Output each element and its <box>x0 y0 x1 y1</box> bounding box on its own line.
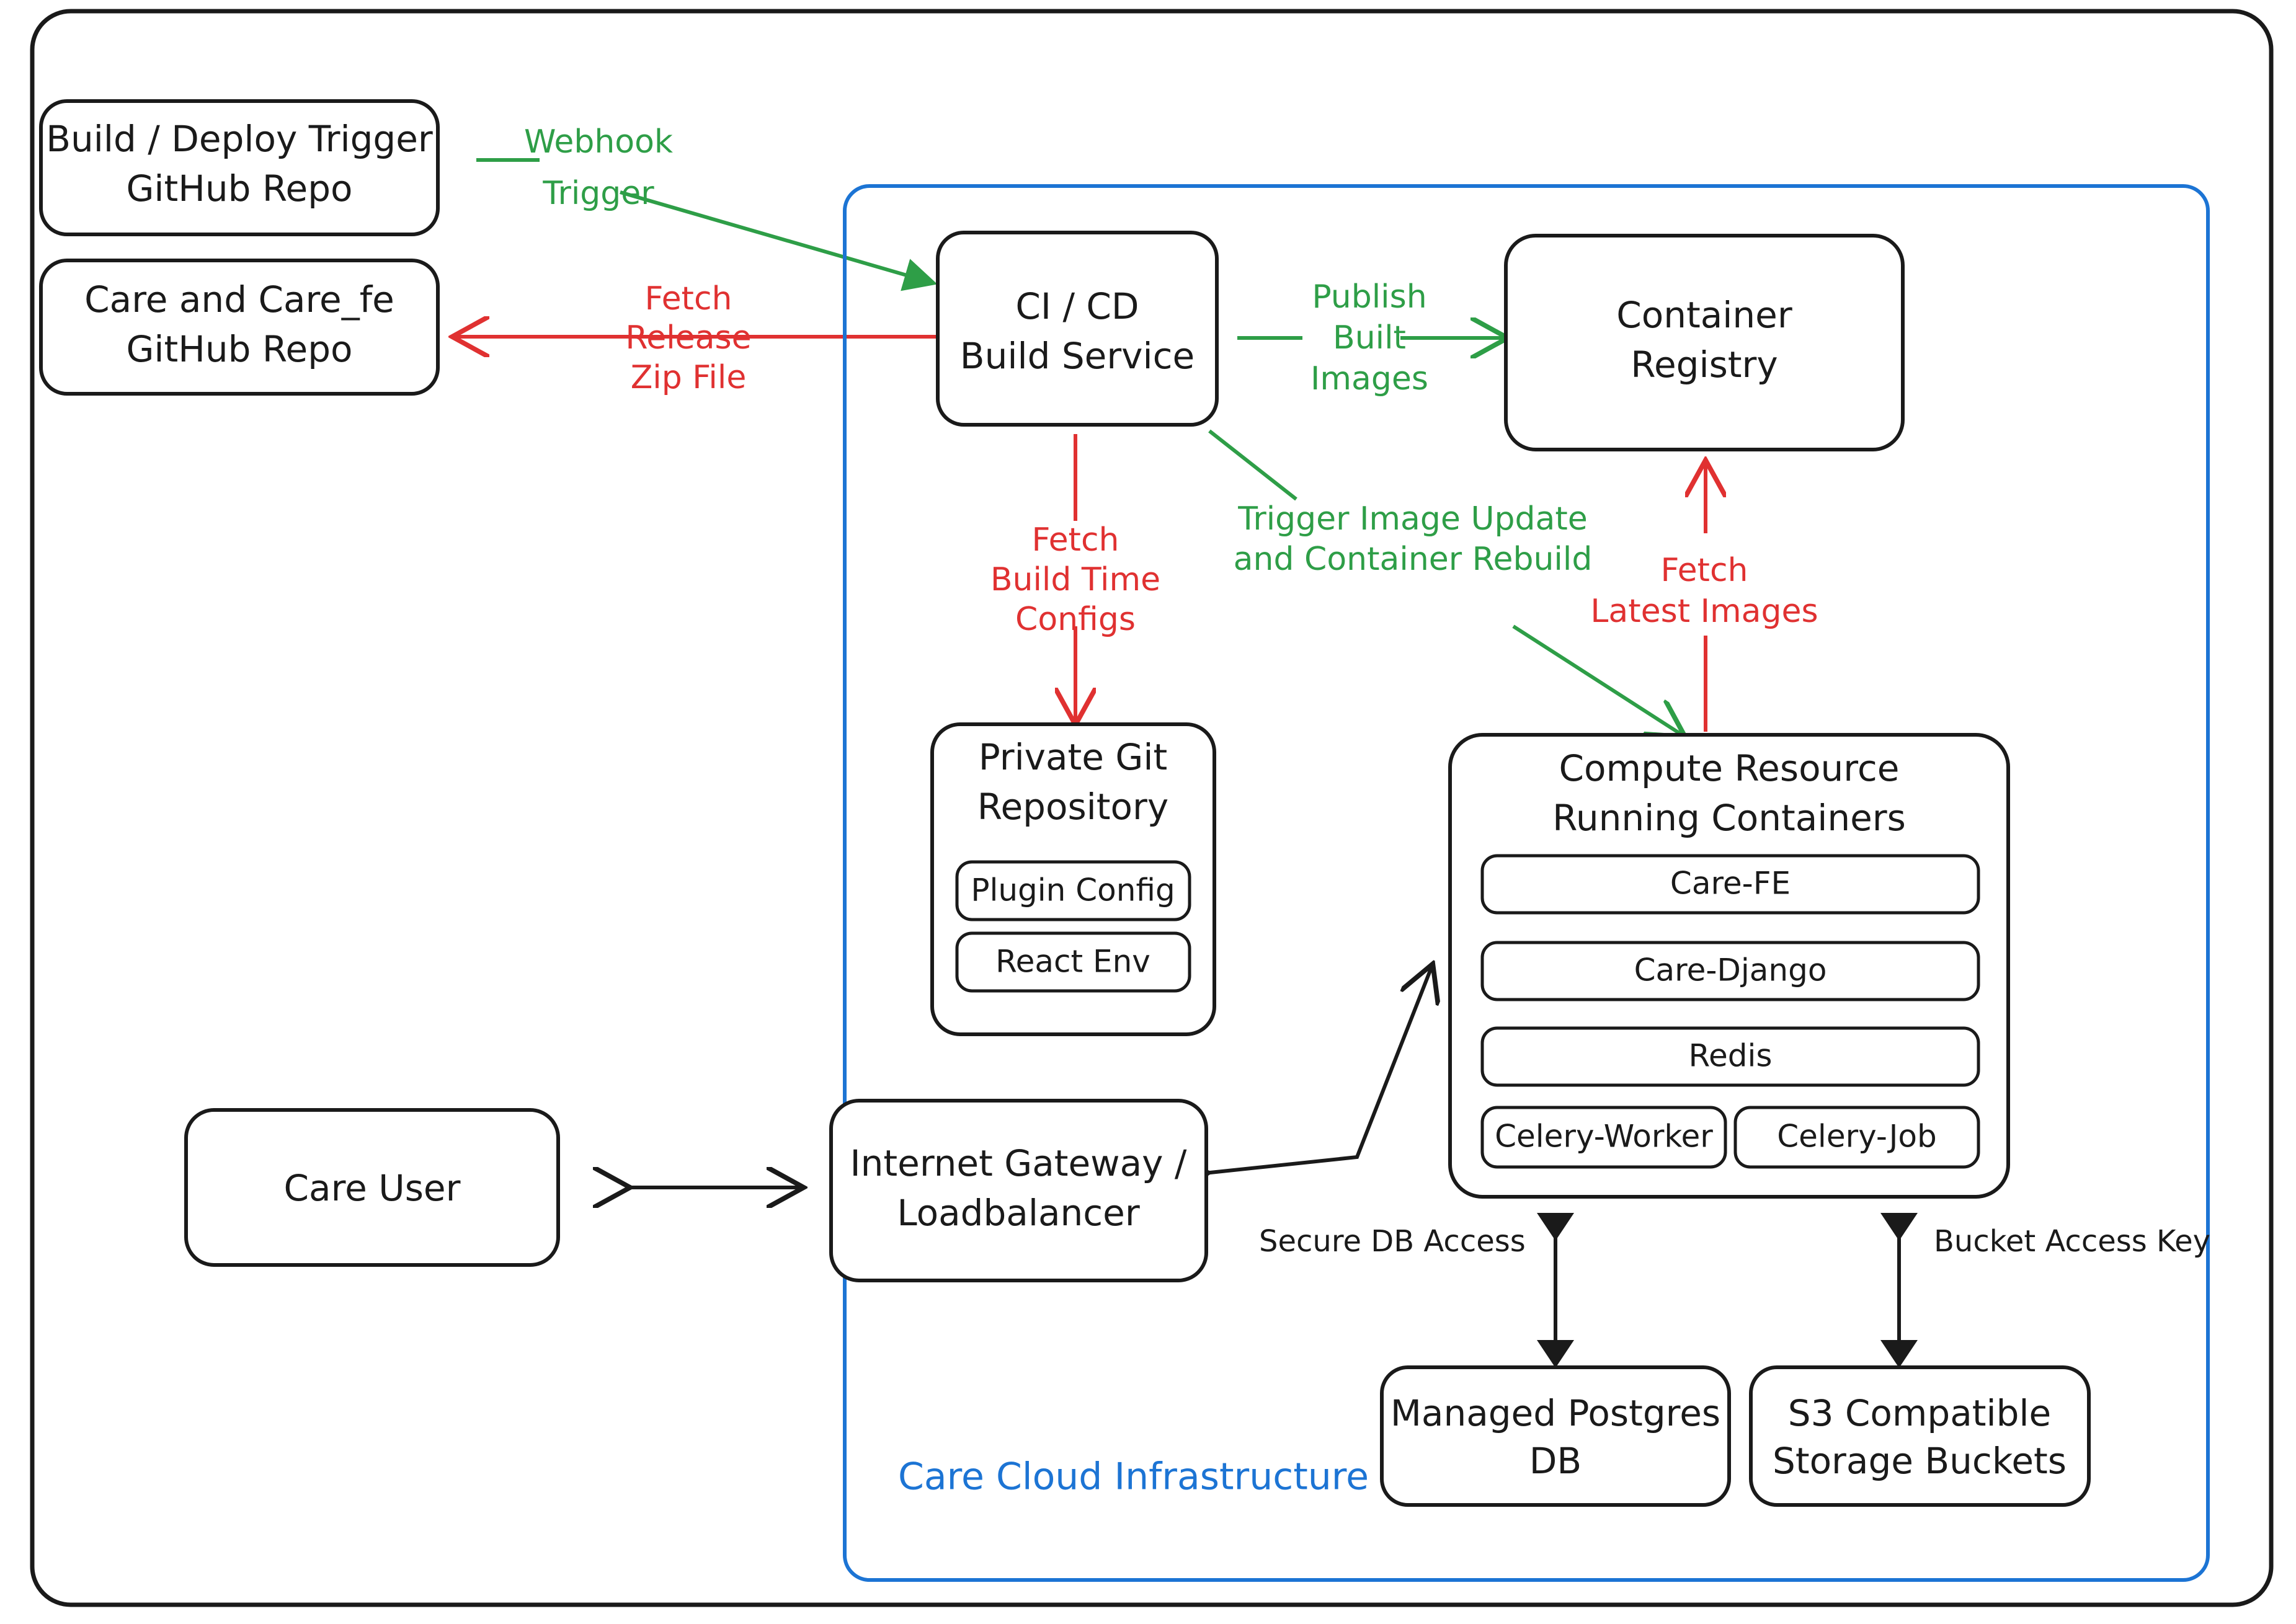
label-secure-db-access: Secure DB Access <box>1259 1224 1526 1259</box>
edge-webhook-trigger <box>476 158 938 291</box>
fetch-release-zip-line2: Release <box>625 319 751 357</box>
managed-postgres-db-line1: Managed Postgres <box>1391 1392 1720 1434</box>
managed-postgres-db-line2: DB <box>1529 1440 1582 1482</box>
label-webhook-trigger: Webhook Trigger <box>524 123 673 212</box>
node-managed-postgres-db[interactable]: Managed Postgres DB <box>1380 1365 1731 1507</box>
container-registry-box[interactable] <box>1504 234 1905 451</box>
edge-trigger-image-update <box>1208 429 1682 735</box>
container-celery-worker-label: Celery-Worker <box>1495 1119 1713 1155</box>
publish-built-images-line2: Built <box>1333 319 1406 357</box>
container-registry-line1: Container <box>1616 294 1792 336</box>
container-care-fe-box[interactable] <box>1480 854 1980 915</box>
label-publish-built-images: Publish Built Images <box>1310 278 1428 397</box>
secure-db-access-label: Secure DB Access <box>1259 1224 1526 1259</box>
container-celery-job-label: Celery-Job <box>1777 1119 1937 1155</box>
internet-gateway-line2: Loadbalancer <box>897 1192 1139 1234</box>
node-container-registry[interactable]: Container Registry <box>1504 234 1905 451</box>
edge-gateway-compute <box>1204 967 1431 1173</box>
outer-boundary <box>30 9 2274 1607</box>
bucket-access-key-label: Bucket Access Key <box>1934 1224 2210 1259</box>
care-user-label: Care User <box>284 1167 461 1209</box>
trigger-image-update-line1: Trigger Image Update <box>1237 500 1588 538</box>
care-user-box[interactable] <box>184 1108 560 1267</box>
label-fetch-build-time-configs: Fetch Build Time Configs <box>990 521 1160 638</box>
container-redis-box[interactable] <box>1480 1026 1980 1087</box>
label-bucket-access-key: Bucket Access Key <box>1934 1224 2210 1259</box>
care-github-repo-line1: Care and Care_fe <box>84 278 394 321</box>
node-private-git-repository[interactable]: Private Git Repository Plugin Config Rea… <box>930 722 1216 1036</box>
fetch-build-time-configs-line2: Build Time <box>990 561 1160 598</box>
managed-postgres-db-box[interactable] <box>1380 1365 1731 1507</box>
fetch-release-zip-line1: Fetch <box>645 280 732 317</box>
care-cloud-infrastructure-boundary <box>843 184 2210 1582</box>
private-git-repository-line1: Private Git <box>979 736 1167 778</box>
care-github-repo-line2: GitHub Repo <box>126 328 352 370</box>
node-care-github-repo[interactable]: Care and Care_fe GitHub Repo <box>39 259 440 396</box>
label-trigger-image-update: Trigger Image Update and Container Rebui… <box>1234 500 1593 578</box>
internet-gateway-line1: Internet Gateway / <box>850 1142 1187 1184</box>
node-internet-gateway[interactable]: Internet Gateway / Loadbalancer <box>829 1099 1208 1282</box>
publish-built-images-line3: Images <box>1310 360 1428 397</box>
build-deploy-trigger-repo-box[interactable] <box>39 99 440 236</box>
node-build-deploy-trigger-repo[interactable]: Build / Deploy Trigger GitHub Repo <box>39 99 440 236</box>
cicd-build-service-line2: Build Service <box>960 335 1195 377</box>
container-registry-line2: Registry <box>1631 344 1778 386</box>
cicd-build-service-box[interactable] <box>936 231 1219 427</box>
build-deploy-trigger-repo-line2: GitHub Repo <box>126 167 352 210</box>
node-care-user[interactable]: Care User <box>184 1108 560 1267</box>
container-celery-job-box[interactable] <box>1733 1106 1980 1169</box>
s3-storage-buckets-line1: S3 Compatible <box>1788 1392 2051 1434</box>
care-github-repo-box[interactable] <box>39 259 440 396</box>
compute-resource-line1: Compute Resource <box>1559 747 1900 789</box>
care-cloud-infrastructure-label: Care Cloud Infrastructure <box>898 1455 1369 1499</box>
compute-resource-line2: Running Containers <box>1552 797 1906 839</box>
label-fetch-release-zip: Fetch Release Zip File <box>625 280 751 396</box>
cicd-build-service-line1: CI / CD <box>1015 285 1139 327</box>
private-git-child-react-env-box[interactable] <box>955 931 1191 993</box>
fetch-release-zip-line3: Zip File <box>631 359 747 396</box>
private-git-child-plugin-config-box[interactable] <box>955 860 1191 921</box>
s3-storage-buckets-line2: Storage Buckets <box>1773 1440 2067 1482</box>
publish-built-images-line1: Publish <box>1312 278 1426 316</box>
label-fetch-latest-images: Fetch Latest Images <box>1590 552 1818 630</box>
container-care-fe-label: Care-FE <box>1670 866 1791 902</box>
trigger-image-update-line2: and Container Rebuild <box>1234 541 1593 578</box>
fetch-latest-images-line1: Fetch <box>1661 552 1748 589</box>
build-deploy-trigger-repo-line1: Build / Deploy Trigger <box>46 118 433 160</box>
internet-gateway-box[interactable] <box>829 1099 1208 1282</box>
private-git-child-plugin-config-label: Plugin Config <box>971 872 1175 908</box>
node-cicd-build-service[interactable]: CI / CD Build Service <box>936 231 1219 427</box>
fetch-build-time-configs-line3: Configs <box>1015 601 1136 638</box>
private-git-repository-line2: Repository <box>977 786 1168 828</box>
container-care-django-box[interactable] <box>1480 941 1980 1001</box>
fetch-latest-images-line2: Latest Images <box>1590 593 1818 630</box>
webhook-trigger-line1: Webhook <box>524 123 673 161</box>
private-git-child-react-env-label: React Env <box>995 944 1150 980</box>
container-care-django-label: Care-Django <box>1634 952 1827 988</box>
node-compute-resource[interactable]: Compute Resource Running Containers Care… <box>1448 733 2010 1199</box>
fetch-build-time-configs-line1: Fetch <box>1032 521 1119 559</box>
node-s3-storage-buckets[interactable]: S3 Compatible Storage Buckets <box>1749 1365 2091 1507</box>
container-celery-worker-box[interactable] <box>1480 1106 1727 1169</box>
container-redis-label: Redis <box>1689 1038 1773 1074</box>
webhook-trigger-line2: Trigger <box>542 175 654 212</box>
s3-storage-buckets-box[interactable] <box>1749 1365 2091 1507</box>
